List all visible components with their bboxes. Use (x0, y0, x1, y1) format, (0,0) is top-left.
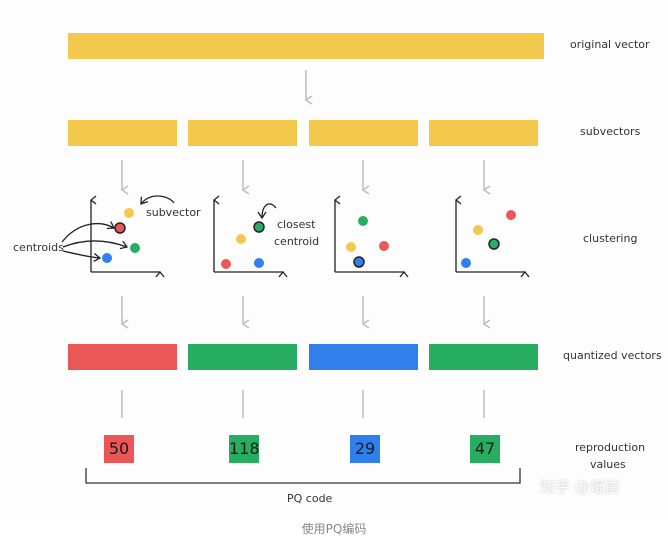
annotation-centroids: centroids (13, 241, 64, 254)
original-vector-bar (68, 33, 544, 59)
plot-1-point-red (114, 222, 126, 234)
code-box-2: 118 (229, 435, 260, 463)
label-clustering: clustering (583, 232, 638, 245)
label-quantized-vectors: quantized vectors (563, 349, 662, 362)
subvector-bar-3 (309, 120, 418, 146)
plot-2-point-red (221, 259, 231, 269)
plot-1-axes (91, 200, 160, 272)
plot-2-axes (214, 200, 283, 272)
quantized-bar-blue (309, 344, 418, 370)
label-values: values (590, 458, 626, 471)
figure-caption: 使用PQ编码 (301, 522, 367, 536)
plot-3-point-blue (353, 256, 365, 268)
centroids-arrow-1 (61, 221, 116, 243)
subvector-bar-4 (429, 120, 538, 146)
annotation-closest: closest (277, 218, 316, 231)
annotation-centroid: centroid (274, 235, 320, 248)
plot-2-point-green (253, 221, 265, 233)
plot-1-point-yellow (124, 208, 134, 218)
plot-4-point-yellow (473, 225, 483, 235)
plot-1-point-blue (102, 253, 112, 263)
label-subvectors: subvectors (580, 125, 641, 138)
subvector-bar-2 (188, 120, 297, 146)
plot-4-point-green (488, 238, 500, 250)
closest-centroid-arrow (257, 203, 277, 220)
code-box-3: 29 (350, 435, 380, 463)
subvector-annotation-arrow (140, 195, 175, 205)
plot-3-point-red (379, 241, 389, 251)
centroids-arrow-2 (62, 240, 129, 250)
subvector-bar-1 (68, 120, 177, 146)
plot-2-point-blue (254, 258, 264, 268)
pq-code-bracket (85, 468, 521, 484)
plot-4-point-red (506, 210, 516, 220)
pq-code-label: PQ code (287, 492, 333, 505)
quantized-bar-green-1 (188, 344, 297, 370)
code-box-1: 50 (104, 435, 134, 463)
centroids-arrow-3 (62, 250, 102, 263)
label-original-vector: original vector (570, 38, 650, 51)
plot-1-point-green (130, 243, 140, 253)
plot-3-point-yellow (346, 242, 356, 252)
plot-2-point-yellow (236, 234, 246, 244)
plot-3-axes (335, 200, 404, 272)
code-box-4: 47 (470, 435, 500, 463)
quantized-bar-red (68, 344, 177, 370)
plot-3-point-green (358, 216, 368, 226)
watermark: 知乎 @焜前 (540, 478, 620, 496)
plot-4-axes (456, 200, 525, 272)
quantized-bar-green-2 (429, 344, 538, 370)
label-reproduction: reproduction (575, 441, 646, 454)
plot-4-point-blue (461, 258, 471, 268)
annotation-subvector: subvector (146, 206, 201, 219)
